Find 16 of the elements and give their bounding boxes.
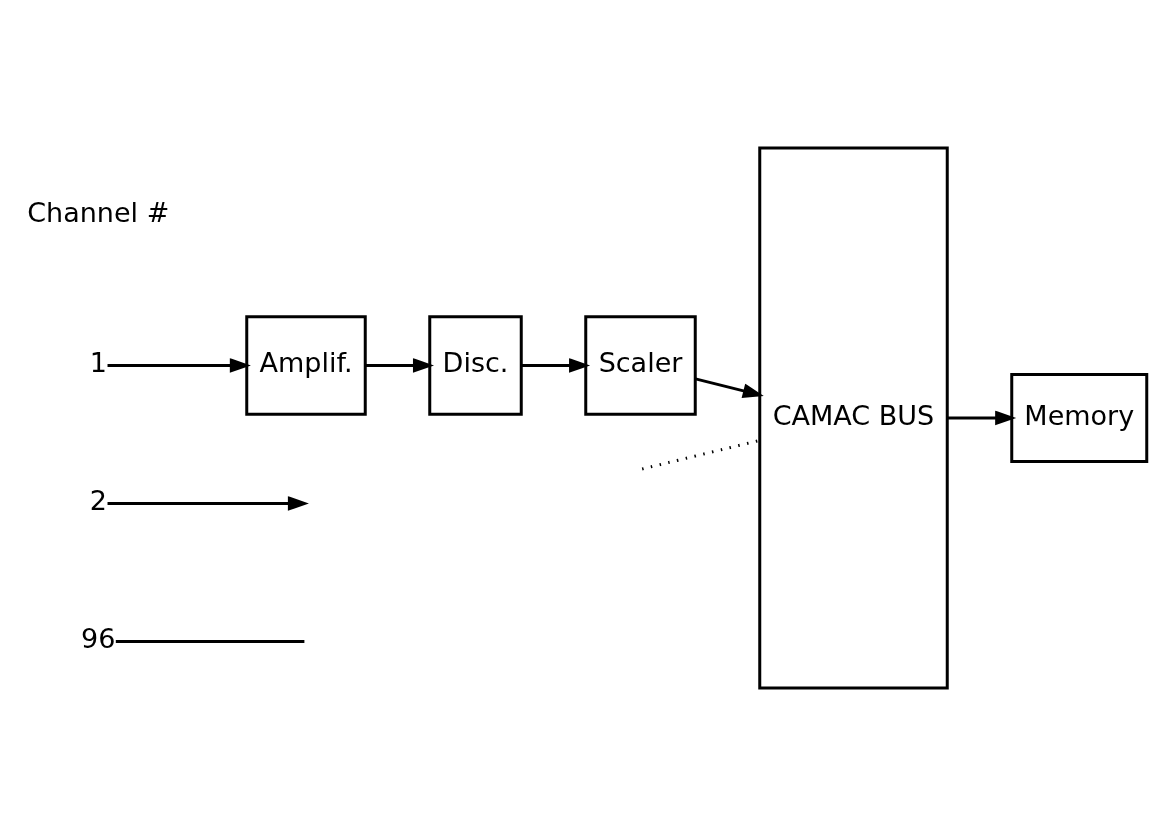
arrow — [695, 376, 764, 398]
arrow — [947, 410, 1017, 425]
arrow — [365, 357, 434, 373]
node-box: CAMAC BUS — [758, 146, 949, 689]
node-text: 2 — [89, 484, 107, 516]
node-box: Scaler — [584, 314, 697, 416]
arrow — [521, 357, 591, 373]
label: Channel # — [27, 196, 170, 228]
arrow — [107, 495, 309, 511]
connector — [115, 639, 305, 643]
node-text: 1 — [89, 346, 107, 378]
node-box: Memory — [1010, 372, 1149, 463]
node-text: 96 — [81, 622, 116, 654]
arrow — [107, 357, 251, 373]
node-box: Amplif. — [245, 314, 367, 416]
node-box: Disc. — [428, 314, 523, 416]
